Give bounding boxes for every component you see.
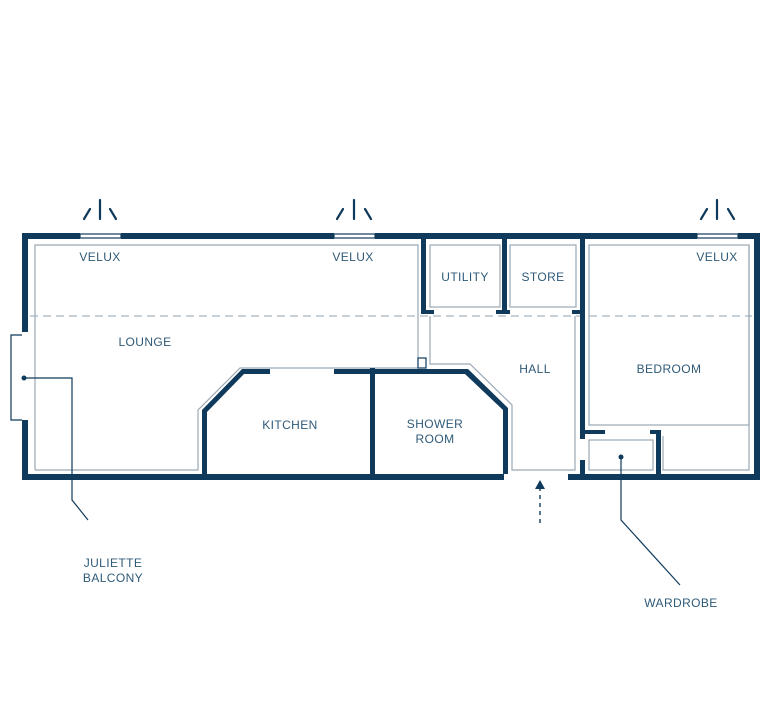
room-label-store: STORE <box>521 270 564 284</box>
juliette-label-line2: BALCONY <box>83 571 143 585</box>
velux-window-right <box>696 198 739 239</box>
velux-window-left <box>79 198 122 239</box>
room-label-shower-line2: ROOM <box>416 432 455 446</box>
velux-window-middle <box>333 198 376 239</box>
entrance-arrow <box>535 480 545 523</box>
velux-label-right: VELUX <box>696 250 737 264</box>
wardrobe-callout <box>618 454 681 586</box>
room-label-utility: UTILITY <box>441 270 488 284</box>
juliette-label-line1: JULIETTE <box>84 556 143 570</box>
velux-label-left: VELUX <box>79 250 120 264</box>
room-label-shower-line1: SHOWER <box>407 417 463 431</box>
room-label-lounge: LOUNGE <box>118 335 171 349</box>
wardrobe-label: WARDROBE <box>644 596 717 610</box>
room-label-hall: HALL <box>519 362 551 376</box>
room-label-kitchen: KITCHEN <box>262 418 317 432</box>
outer-walls <box>22 233 760 480</box>
partitions <box>202 239 661 474</box>
velux-label-middle: VELUX <box>332 250 373 264</box>
room-label-bedroom: BEDROOM <box>637 362 702 376</box>
juliette-balcony <box>10 334 89 521</box>
inner-wall-lines <box>34 244 750 471</box>
